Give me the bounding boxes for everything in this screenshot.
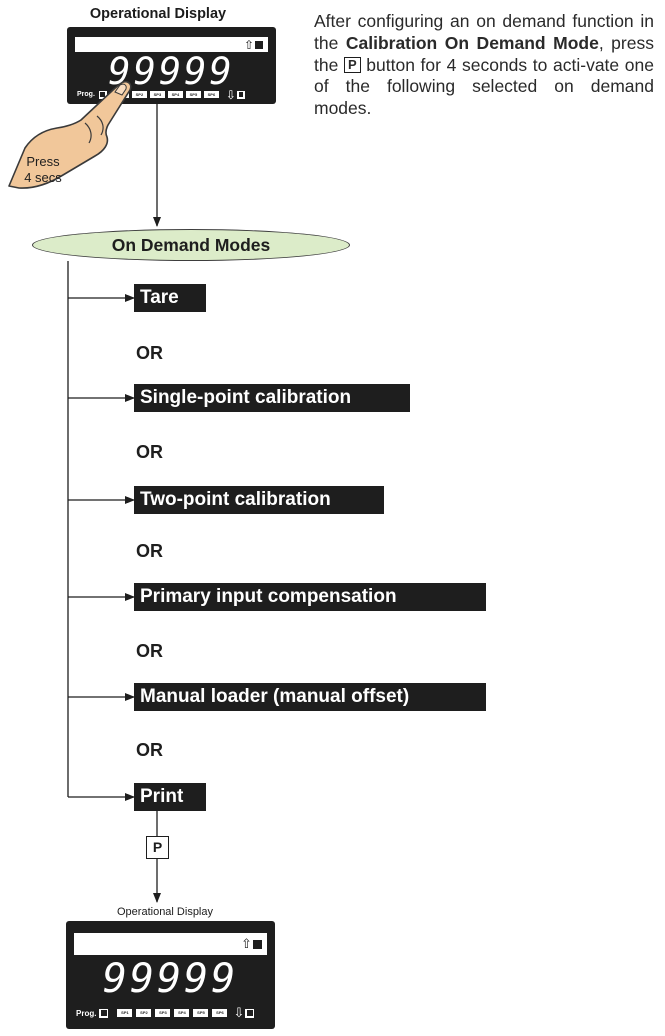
press-hint-line2: 4 secs <box>24 170 62 185</box>
setpoint-4-indicator: SP4 <box>167 91 183 98</box>
p-key-button[interactable]: P <box>146 836 169 859</box>
bottom-display-title: Operational Display <box>117 906 213 918</box>
press-4-secs-hint: Press 4 secs <box>18 154 68 186</box>
intro-text-3: button for 4 seconds to acti-vate one of… <box>314 54 654 119</box>
or-label-2: OR <box>136 442 163 462</box>
bottom-up-key[interactable]: ⇧ <box>241 937 262 951</box>
or-label-5: OR <box>136 740 163 760</box>
mode-print: Print <box>134 783 206 811</box>
up-arrow-icon: ⇧ <box>244 37 255 52</box>
mode-tare: Tare <box>134 284 206 312</box>
bottom-up-arrow-icon: ⇧ <box>241 936 252 952</box>
bottom-setpoint-6-indicator: SP6 <box>212 1009 228 1017</box>
bottom-operational-display: ⇧ 99999 Prog. SP1 SP2 SP3 SP4 SP5 SP6 ⇩ <box>66 921 275 1029</box>
setpoint-2-indicator: SP2 <box>131 91 147 98</box>
setpoint-3-indicator: SP3 <box>149 91 165 98</box>
press-hint-line1: Press <box>26 154 60 169</box>
setpoint-5-indicator: SP5 <box>185 91 201 98</box>
intro-bold-mode-name: Calibration On Demand Mode <box>345 32 599 53</box>
intro-text-1: After configuring an on demand function … <box>314 11 654 53</box>
bottom-setpoint-2-indicator: SP2 <box>136 1009 152 1017</box>
bottom-down-key-square-icon[interactable] <box>245 1008 255 1018</box>
bottom-setpoint-3-indicator: SP3 <box>155 1009 171 1017</box>
mode-primary-input-compensation: Primary input compensation <box>134 583 486 611</box>
down-key-square-icon[interactable] <box>236 90 245 99</box>
or-label-4: OR <box>136 641 163 661</box>
bottom-setpoint-4-indicator: SP4 <box>174 1009 190 1017</box>
or-label-1: OR <box>136 343 163 363</box>
mode-single-point-calibration: Single-point calibration <box>134 384 410 412</box>
up-key-square-icon <box>255 40 264 49</box>
intro-text-2: , press the <box>314 32 654 75</box>
bottom-down-arrow-icon[interactable]: ⇩ <box>233 1005 245 1021</box>
bottom-display-indicator-strip <box>74 933 267 955</box>
down-arrow-icon[interactable]: ⇩ <box>225 87 236 102</box>
bottom-display-reading: 99999 <box>102 956 239 1002</box>
prog-label: Prog. <box>77 91 95 98</box>
top-display-title: Operational Display <box>89 6 227 22</box>
pressing-hand-icon <box>8 81 132 189</box>
bottom-setpoint-1-indicator: SP1 <box>117 1009 133 1017</box>
bottom-setpoint-5-indicator: SP5 <box>193 1009 209 1017</box>
mode-manual-loader: Manual loader (manual offset) <box>134 683 486 711</box>
on-demand-modes-header: On Demand Modes <box>32 229 350 261</box>
or-label-3: OR <box>136 541 163 561</box>
setpoint-6-indicator: SP6 <box>203 91 219 98</box>
mode-two-point-calibration: Two-point calibration <box>134 486 384 514</box>
bottom-prog-key-button[interactable] <box>98 1007 110 1019</box>
top-display-indicator-strip <box>75 37 268 52</box>
top-up-key[interactable]: ⇧ <box>244 37 264 52</box>
intro-paragraph: After configuring an on demand function … <box>314 11 654 120</box>
intro-p-key: P <box>343 56 361 73</box>
bottom-prog-label: Prog. <box>76 1008 97 1018</box>
bottom-up-key-square-icon <box>252 939 262 949</box>
bottom-display-key-row: Prog. SP1 SP2 SP3 SP4 SP5 SP6 ⇩ <box>76 1006 269 1020</box>
